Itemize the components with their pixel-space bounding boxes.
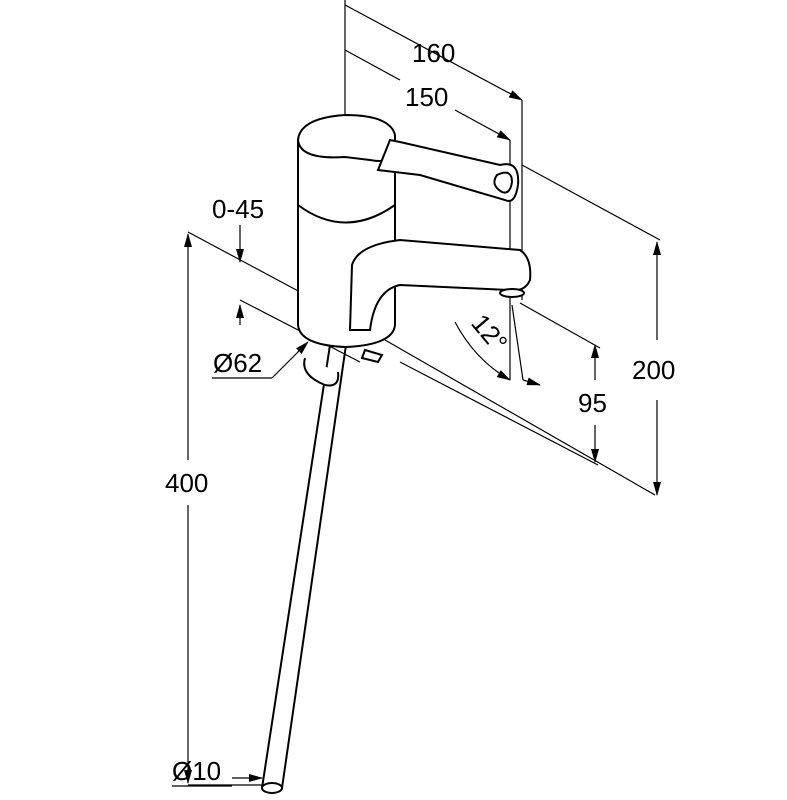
faucet-outline [261,113,532,794]
dim-tube-diameter: Ø10 [172,756,221,786]
dim-spout-angle: 12° [465,308,513,357]
dim-deck-thickness: 0-45 [212,194,264,224]
dim-base-diameter: Ø62 [213,348,262,378]
dim-160: 160 [412,38,455,68]
dimension-labels: 160 150 200 95 400 0-45 Ø62 Ø10 12° [165,38,675,786]
dim-95: 95 [578,388,607,418]
dim-150: 150 [405,82,448,112]
dim-200: 200 [632,355,675,385]
dim-400: 400 [165,468,208,498]
